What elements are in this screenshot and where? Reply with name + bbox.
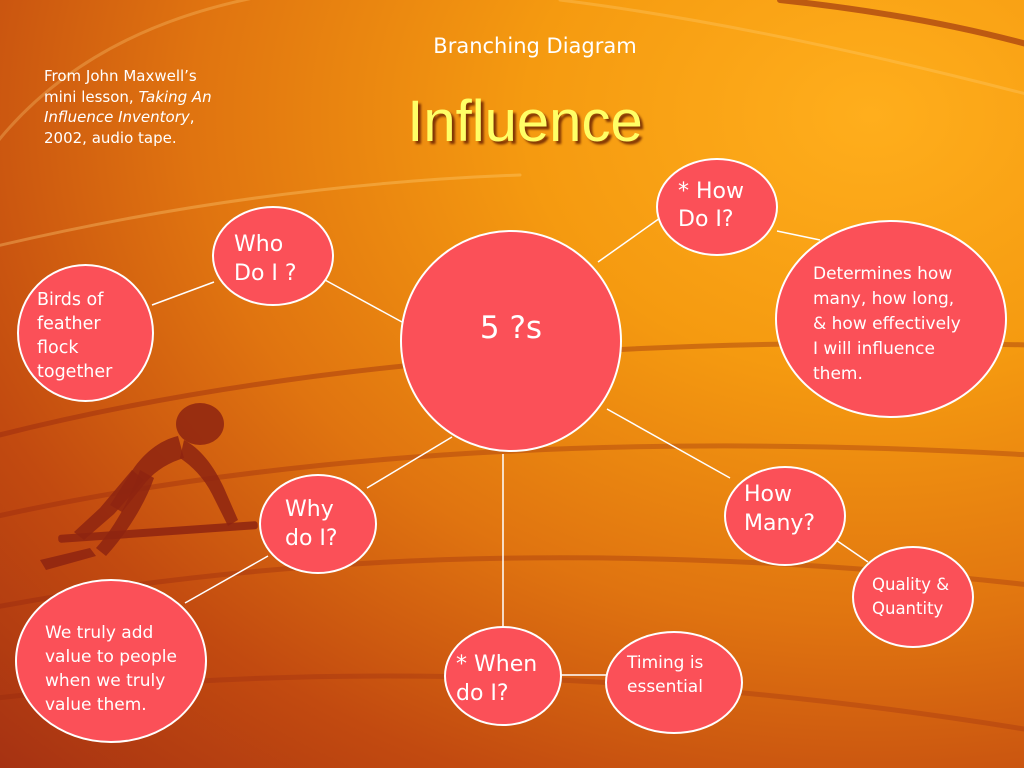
why-node-label: Why do I?	[285, 497, 338, 551]
slide-title: Influence	[407, 89, 643, 154]
track-line	[777, 0, 1024, 47]
citation-suffix: , 2002, audio tape.	[44, 108, 195, 147]
why-node: Why do I?	[259, 474, 377, 574]
why-answer-node: We truly add value to people when we tru…	[15, 579, 207, 743]
citation-work-title: Taking An Influence Inventory	[44, 87, 212, 127]
source-citation: From John Maxwell’s mini lesson, Taking …	[44, 66, 212, 148]
connector-center-how	[597, 217, 661, 263]
when-answer-text: Timing is essential	[627, 653, 704, 697]
how-many-answer-node: Quality & Quantity	[852, 546, 974, 648]
when-node: * When do I?	[444, 626, 562, 726]
track-line	[0, 173, 522, 247]
who-node-label: Who Do I ?	[234, 232, 297, 286]
connector-why-answer	[184, 555, 269, 604]
center-node: 5 ?s	[400, 230, 622, 452]
how-many-node-label: How Many?	[744, 482, 816, 536]
when-node-label: * When do I?	[456, 652, 538, 706]
how-many-node: How Many?	[724, 466, 846, 566]
center-node-label: 5 ?s	[479, 310, 543, 346]
connector-center-who	[324, 279, 403, 323]
how-many-answer-text: Quality & Quantity	[872, 575, 950, 618]
connector-center-why	[366, 436, 453, 489]
connector-howmany-answer	[832, 537, 869, 563]
how-node-label: * How Do I?	[678, 179, 744, 232]
who-node: Who Do I ?	[212, 206, 334, 306]
why-answer-text: We truly add value to people when we tru…	[45, 623, 177, 715]
connector-center-howmany	[606, 408, 731, 479]
track-line	[0, 0, 252, 142]
citation-prefix: From John Maxwell’s mini lesson,	[44, 67, 197, 106]
sprinter-silhouette	[40, 403, 258, 570]
when-answer-node: Timing is essential	[605, 631, 743, 734]
how-node: * How Do I?	[656, 158, 778, 256]
diagram-subtitle: Branching Diagram	[433, 34, 637, 58]
track-line	[558, 0, 1024, 96]
how-answer-node: Determines how many, how long, & how eff…	[775, 220, 1007, 418]
connector-how-answer	[776, 230, 821, 241]
who-answer-node: Birds of feather flock together	[17, 264, 154, 402]
how-answer-text: Determines how many, how long, & how eff…	[813, 264, 961, 384]
who-answer-text: Birds of feather flock together	[37, 290, 113, 382]
connector-who-answer	[151, 281, 215, 306]
